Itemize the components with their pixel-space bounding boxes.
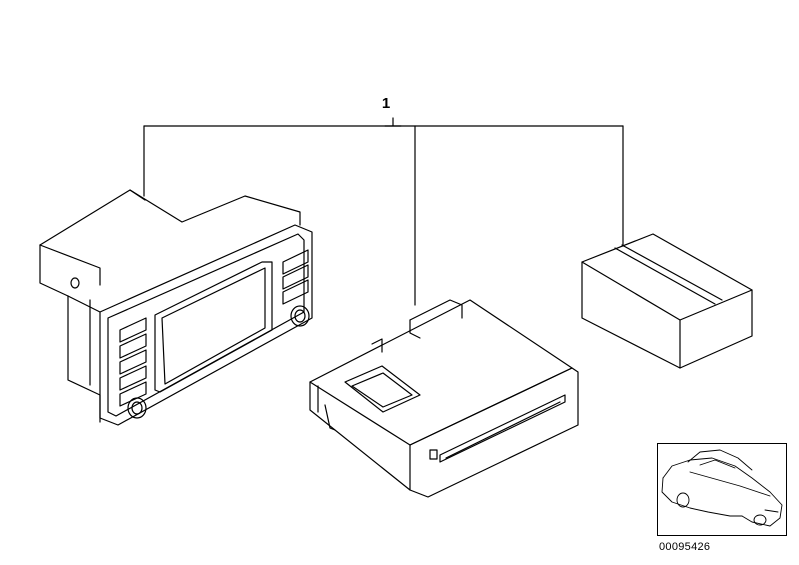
reference-number: 00095426: [659, 541, 711, 553]
leader-lines: [144, 118, 623, 305]
software-box-icon: [582, 234, 752, 368]
vehicle-outline-icon: [662, 450, 782, 526]
vehicle-thumbnail-frame: [657, 443, 787, 536]
callout-label: 1: [381, 95, 391, 112]
cd-changer-drive-icon: [310, 300, 578, 497]
navigation-monitor-icon: [40, 190, 312, 425]
